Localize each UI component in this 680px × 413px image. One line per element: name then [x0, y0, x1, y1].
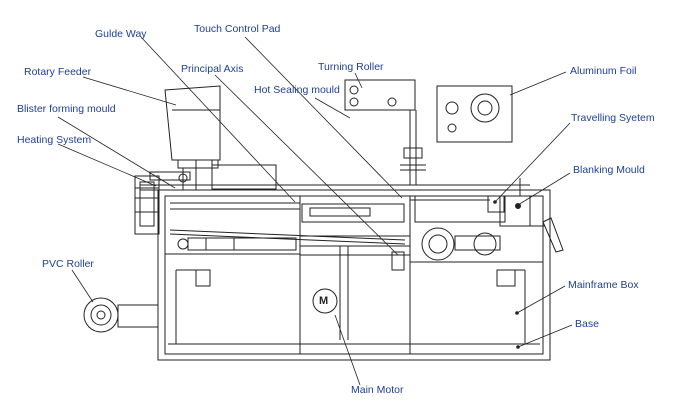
label-blister-forming-mould: Blister forming mould [17, 103, 116, 115]
leader-lines [57, 36, 573, 386]
label-hot-sealing-mould: Hot Sealing mould [254, 84, 340, 96]
label-rotary-feeder: Rotary Feeder [24, 66, 92, 78]
heating-system [134, 168, 191, 235]
hot-sealing-unit [299, 195, 411, 340]
aluminum-foil-reel [436, 85, 513, 143]
travelling-system [414, 178, 545, 261]
top-rail [140, 184, 550, 210]
label-mainframe-box: Mainframe Box [568, 279, 639, 291]
label-pvc-roller: PVC Roller [42, 258, 94, 270]
turning-roller-tower [344, 79, 426, 185]
label-turning-roller: Turning Roller [318, 61, 384, 73]
label-touch-control-pad: Touch Control Pad [194, 23, 281, 35]
label-travelling-system: Travelling Syetem [571, 112, 655, 124]
principal-axis [169, 229, 406, 245]
label-main-motor: Main Motor [351, 384, 404, 396]
forming-cylinder [177, 237, 297, 251]
label-blanking-mould: Blanking Mould [573, 164, 645, 176]
label-guide-way: Gulde Way [95, 28, 147, 40]
motor-symbol: M [319, 295, 329, 307]
rotary-feeder [164, 85, 277, 190]
label-base: Base [575, 318, 599, 330]
label-aluminum-foil: Aluminum Foil [570, 65, 637, 77]
leader-dots [493, 200, 520, 349]
label-heating-system: Heating System [17, 134, 92, 146]
label-principal-axis: Principal Axis [181, 63, 244, 75]
pvc-roller [83, 297, 159, 333]
main-motor [312, 288, 338, 314]
blanking-chute [542, 217, 564, 253]
